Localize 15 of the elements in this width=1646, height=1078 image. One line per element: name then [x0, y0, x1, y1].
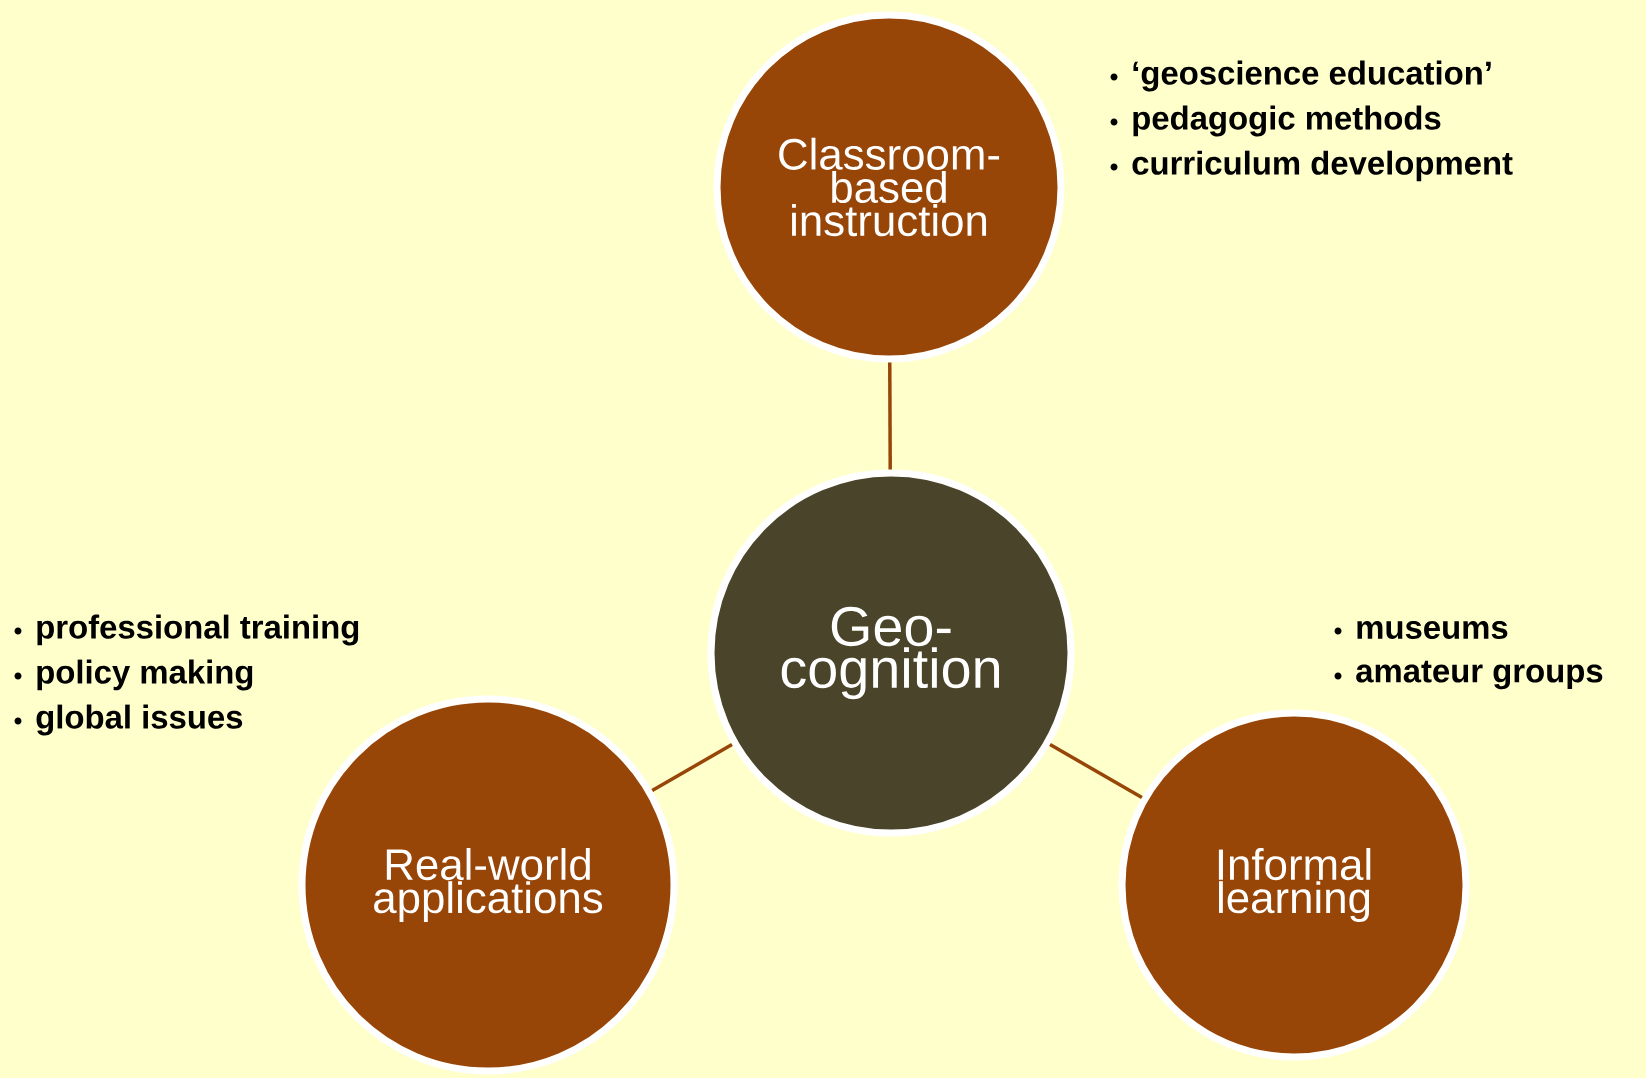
connector-line [888, 362, 892, 470]
bullet-item: policy making [37, 659, 253, 691]
circle-node: Real-world applications [298, 695, 678, 1075]
bullet-item: global issues [36, 704, 243, 736]
circle-node: Informal learning [1118, 709, 1470, 1061]
circle-node: Classroom-based instruction [713, 11, 1065, 363]
bullet-item: curriculum development [1132, 150, 1513, 182]
circle-node: Geo-cognition [707, 469, 1075, 837]
bullet-item: amateur groups [1356, 660, 1603, 690]
bullet-item: professional training [37, 614, 359, 646]
bullet-item: museums [1357, 621, 1508, 640]
bullet-item: pedagogic methods [1133, 105, 1441, 137]
connector-line [1049, 743, 1143, 799]
bullet-item: ‘geoscience education’ [1133, 60, 1491, 92]
connector-line [651, 743, 733, 792]
